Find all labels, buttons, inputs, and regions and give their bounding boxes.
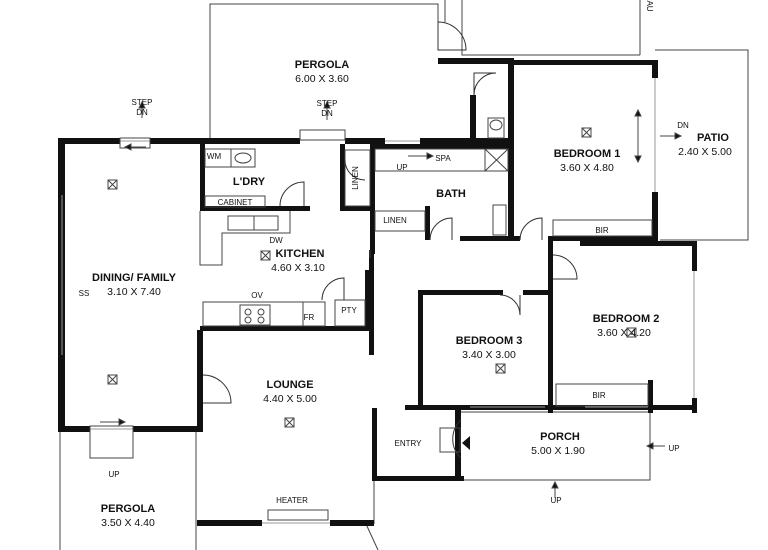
dining-name: DINING/ FAMILY bbox=[92, 272, 177, 284]
bath-name: BATH bbox=[436, 188, 466, 200]
up-label-pergola: UP bbox=[108, 470, 119, 479]
up-label-porch-bottom: UP bbox=[550, 496, 561, 505]
patio-dims: 2.40 X 5.00 bbox=[678, 146, 732, 158]
wm-label: WM bbox=[207, 152, 222, 161]
dn-label-dining: DN bbox=[136, 108, 148, 117]
lounge-name: LOUNGE bbox=[266, 379, 313, 391]
bedroom2-dims: 3.60 X 4.20 bbox=[597, 327, 651, 339]
direction-arrows bbox=[100, 100, 683, 498]
spa-label: SPA bbox=[435, 154, 451, 163]
light-fittings bbox=[107, 127, 637, 428]
windows bbox=[61, 78, 695, 524]
porch-name: PORCH bbox=[540, 431, 580, 443]
doors bbox=[202, 21, 578, 459]
up-label-bath: UP bbox=[396, 163, 407, 172]
kitchen-dims: 4.60 X 3.10 bbox=[271, 262, 325, 274]
dn-label-patio: DN bbox=[677, 121, 689, 130]
pergola-bottom-name: PERGOLA bbox=[101, 503, 155, 515]
linen-label-vertical: LINEN bbox=[351, 166, 360, 190]
entry-label: ENTRY bbox=[395, 439, 423, 448]
step-label-dining: STEP bbox=[132, 98, 153, 107]
pty-label: PTY bbox=[341, 306, 357, 315]
ss-label: SS bbox=[79, 289, 90, 298]
bedroom3-dims: 3.40 X 3.00 bbox=[462, 349, 516, 361]
bedroom3-name: BEDROOM 3 bbox=[456, 335, 523, 347]
bedroom1-name: BEDROOM 1 bbox=[554, 148, 621, 160]
step-label-pergola: STEP bbox=[317, 99, 338, 108]
fr-label: FR bbox=[304, 313, 315, 322]
pergola-top-dims: 6.00 X 3.60 bbox=[295, 73, 349, 85]
bir-label-bed2: BIR bbox=[592, 391, 606, 400]
linen-label: LINEN bbox=[383, 216, 407, 225]
bir-label-bed1: BIR bbox=[595, 226, 609, 235]
bedroom2-name: BEDROOM 2 bbox=[593, 313, 660, 325]
up-label-porch-right: UP bbox=[668, 444, 679, 453]
dw-label: DW bbox=[269, 236, 283, 245]
heater-label: HEATER bbox=[276, 496, 308, 505]
lounge-dims: 4.40 X 5.00 bbox=[263, 393, 317, 405]
pergola-bottom-dims: 3.50 X 4.40 bbox=[101, 517, 155, 529]
bedroom1-dims: 3.60 X 4.80 bbox=[560, 162, 614, 174]
cabinet-label: CABINET bbox=[218, 198, 253, 207]
dining-dims: 3.10 X 7.40 bbox=[107, 286, 161, 298]
patio-name: PATIO bbox=[697, 132, 729, 144]
pergola-top-name: PERGOLA bbox=[295, 59, 349, 71]
aux-label: AU bbox=[645, 0, 654, 11]
fixtures bbox=[89, 117, 653, 521]
fixture-labels: STEP DN STEP DN WM CABINET LINEN LINEN U… bbox=[79, 0, 689, 505]
laundry-name: L'DRY bbox=[233, 176, 266, 188]
kitchen-name: KITCHEN bbox=[276, 248, 325, 260]
room-labels: PERGOLA 6.00 X 3.60 BEDROOM 1 3.60 X 4.8… bbox=[92, 59, 732, 529]
porch-dims: 5.00 X 1.90 bbox=[531, 445, 585, 457]
ov-label: OV bbox=[251, 291, 263, 300]
dn-label-pergola: DN bbox=[321, 109, 333, 118]
